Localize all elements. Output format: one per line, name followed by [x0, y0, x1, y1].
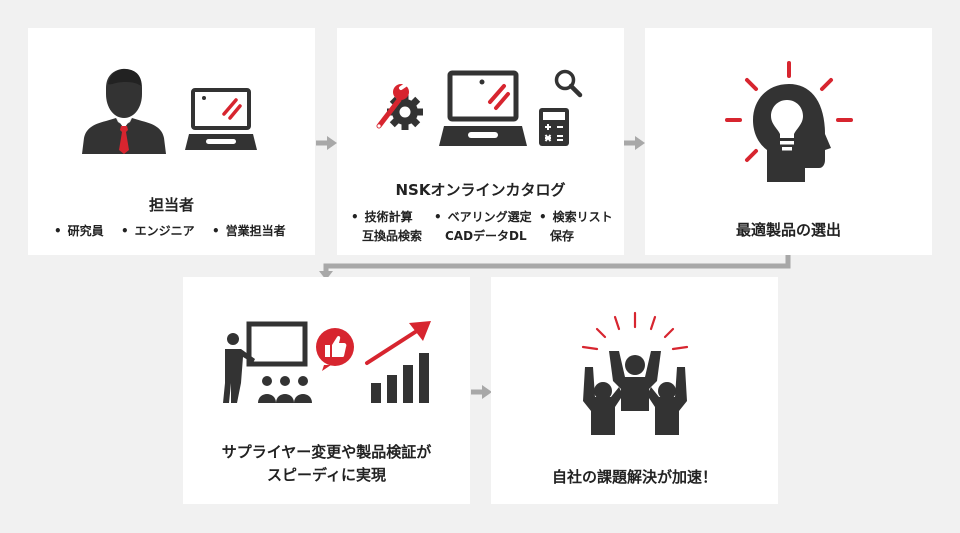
- thumbs-up-icon: [316, 328, 354, 371]
- flow-arrow-right: [471, 385, 492, 399]
- step-title: 担当者: [148, 196, 194, 214]
- step-title: 最適製品の選出: [735, 221, 841, 239]
- flow-arrow-right: [316, 136, 337, 150]
- step-card-speedy-verification: サプライヤー変更や製品検証が スピーディに実現: [183, 277, 470, 504]
- laptop-icon: [185, 88, 257, 150]
- list-item: •ベアリング選定: [434, 210, 532, 224]
- celebrating-people-icon: [581, 311, 689, 435]
- businessman-icon: [82, 68, 166, 154]
- list-item: •技術計算: [351, 210, 413, 224]
- growth-chart-icon: [365, 321, 431, 403]
- wrench-gear-icon: [376, 82, 423, 130]
- step-title: 自社の課題解決が加速！: [551, 468, 717, 486]
- magnifier-icon: [554, 69, 583, 98]
- step-card-problem-solving: 自社の課題解決が加速！: [491, 277, 778, 504]
- list-item: •営業担当者: [212, 224, 286, 238]
- flow-arrow-right: [624, 136, 645, 150]
- list-item: 互換品検索: [362, 229, 423, 243]
- list-item: •研究員: [54, 224, 104, 238]
- list-item: •検索リスト: [539, 210, 613, 224]
- head-lightbulb-icon: [725, 61, 853, 182]
- step-card-person-in-charge: 担当者 •研究員 •エンジニア •営業担当者: [28, 28, 315, 255]
- list-item: •エンジニア: [121, 224, 195, 238]
- list-item: 保存: [550, 229, 575, 243]
- calculator-icon: [539, 108, 569, 146]
- presenter-audience-icon: [223, 321, 312, 403]
- step-card-online-catalog: NSKオンラインカタログ •技術計算 互換品検索 •ベアリング選定 CADデータ…: [337, 28, 624, 255]
- step-title: サプライヤー変更や製品検証が: [221, 443, 432, 461]
- step-title: スピーディに実現: [267, 466, 386, 484]
- flow-connector: [319, 255, 791, 280]
- laptop-icon: [439, 70, 527, 146]
- list-item: CADデータDL: [445, 229, 527, 243]
- step-title: NSKオンラインカタログ: [395, 181, 566, 199]
- step-card-optimal-selection: 最適製品の選出: [645, 28, 932, 255]
